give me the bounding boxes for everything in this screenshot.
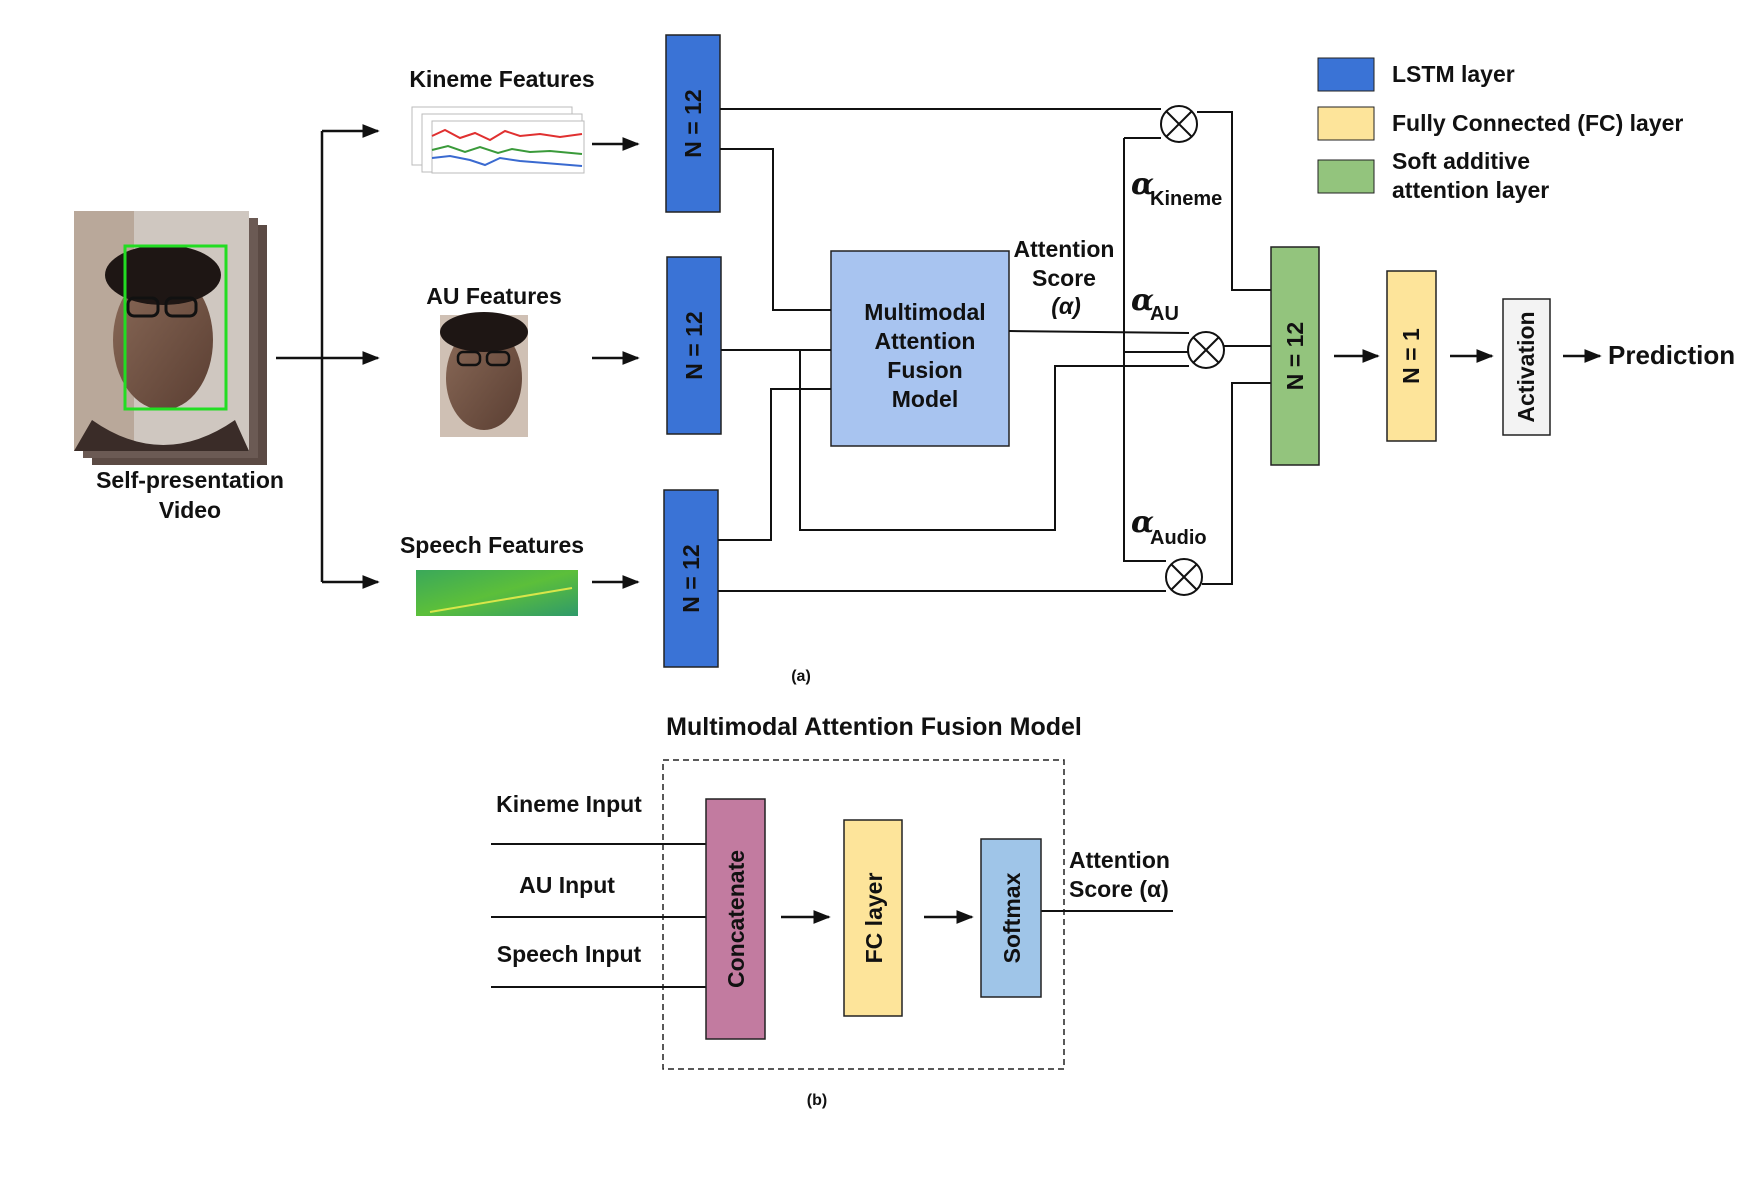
fc-layer-label: N = 1 (1398, 328, 1424, 384)
legend-attention-swatch (1317, 159, 1375, 194)
legend-attention-label: Soft additive (1392, 148, 1530, 174)
speech-input-label: Speech Input (497, 941, 642, 967)
au-face-image (440, 312, 528, 437)
panel-b-title: Multimodal Attention Fusion Model (666, 713, 1082, 741)
fc-layer-b-label: FC layer (861, 873, 887, 964)
alpha-au-subscript: AU (1150, 303, 1179, 325)
alpha-au-label: α AU (1131, 283, 1179, 325)
legend-fc-swatch (1317, 106, 1375, 141)
lstm-kineme-label: N = 12 (680, 89, 706, 157)
fusion-model-line4: Model (892, 386, 958, 412)
lstm-speech: N = 12 (663, 489, 719, 668)
alpha-kineme-subscript: Kineme (1150, 188, 1222, 210)
activation-label: Activation (1513, 311, 1539, 422)
prediction-label: Prediction (1608, 340, 1735, 370)
fusion-model-box: Multimodal Attention Fusion Model (830, 250, 1010, 447)
video-thumbnail (74, 211, 267, 465)
alpha-audio-symbol: α (1131, 505, 1154, 540)
softmax-label: Softmax (999, 872, 1025, 963)
face-detection-box (123, 244, 228, 411)
multiply-au-icon (1187, 331, 1225, 369)
caption-a: (a) (791, 668, 811, 685)
speech-spectrogram (416, 570, 578, 616)
multiply-kineme-icon (1160, 105, 1198, 143)
alpha-kineme-label: α Kineme (1131, 167, 1222, 210)
attention-score-label-line2: Score (1032, 265, 1096, 291)
fusion-model-line1: Multimodal (864, 299, 985, 325)
attention-layer-label: N = 12 (1282, 322, 1308, 390)
panel-b-attention-score-label: Attention (1069, 847, 1170, 873)
softmax-box: Softmax (980, 838, 1042, 998)
speech-features-label: Speech Features (400, 532, 584, 558)
kineme-features-label: Kineme Features (409, 66, 594, 92)
panel-a-connectors (718, 108, 1271, 592)
fusion-model-line3: Fusion (887, 357, 962, 383)
lstm-au-label: N = 12 (681, 311, 707, 379)
activation-box: Activation (1502, 298, 1551, 436)
video-label-line2: Video (159, 497, 221, 523)
legend-attention-label-line2: attention layer (1392, 177, 1549, 203)
legend: LSTM layer Fully Connected (FC) layer So… (1317, 57, 1683, 203)
legend-lstm-swatch (1317, 57, 1375, 92)
legend-fc-label: Fully Connected (FC) layer (1392, 110, 1683, 136)
attention-score-symbol: (α) (1051, 293, 1081, 319)
video-branch-connectors (276, 124, 380, 589)
au-input-label: AU Input (519, 872, 615, 898)
attention-score-label: Attention (1014, 236, 1115, 262)
legend-lstm-label: LSTM layer (1392, 61, 1515, 87)
video-label: Self-presentation (96, 467, 284, 493)
concatenate-box: Concatenate (705, 798, 766, 1040)
alpha-audio-subscript: Audio (1150, 527, 1207, 549)
fc-layer-box: N = 1 (1386, 270, 1437, 442)
kineme-features-plot (411, 106, 585, 174)
panel-b-attention-score-label-line2: Score (α) (1069, 876, 1169, 902)
attention-layer-box: N = 12 (1270, 246, 1320, 466)
au-features-label: AU Features (426, 283, 561, 309)
kineme-input-label: Kineme Input (496, 791, 642, 817)
alpha-au-symbol: α (1131, 283, 1154, 318)
alpha-kineme-symbol: α (1131, 167, 1154, 202)
lstm-au: N = 12 (666, 256, 722, 435)
panel-b-connectors (491, 843, 1173, 988)
caption-b: (b) (807, 1092, 827, 1109)
lstm-speech-label: N = 12 (678, 544, 704, 612)
alpha-audio-label: α Audio (1131, 505, 1207, 549)
multiply-audio-icon (1165, 558, 1203, 596)
fusion-model-dashed-frame (662, 759, 1065, 1070)
fusion-model-line2: Attention (875, 328, 976, 354)
concatenate-label: Concatenate (723, 850, 749, 988)
fc-layer-b-box: FC layer (843, 819, 903, 1017)
lstm-kineme: N = 12 (665, 34, 721, 213)
